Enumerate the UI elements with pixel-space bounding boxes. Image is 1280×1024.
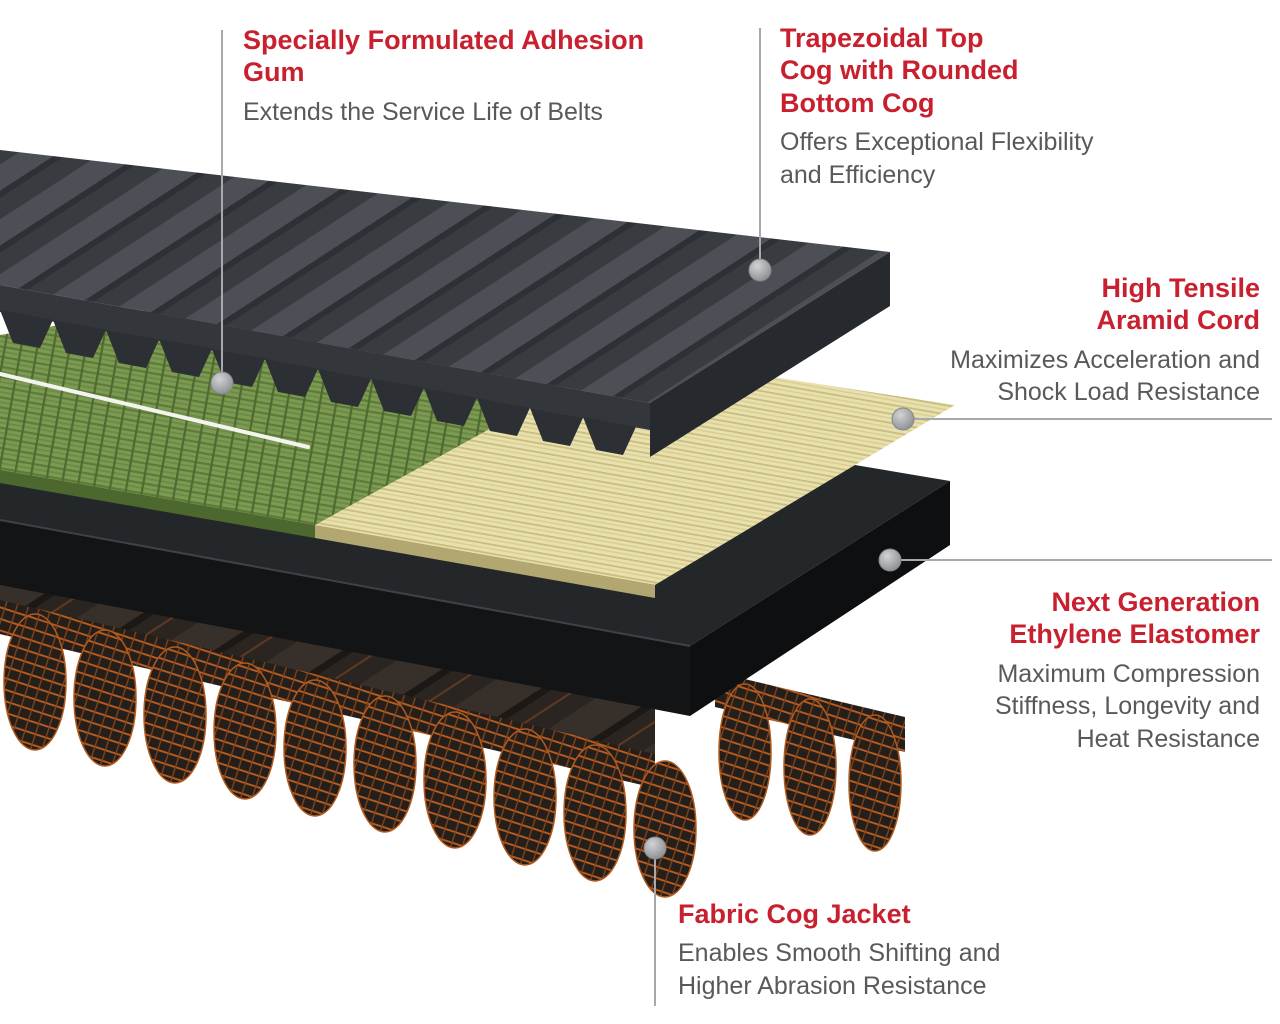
callout-title: High Tensile Aramid Cord [1096, 273, 1260, 336]
callout-body: Offers Exceptional Flexibility and Effic… [780, 128, 1094, 189]
callout-body: Extends the Service Life of Belts [243, 97, 603, 126]
callout-body: Maximizes Acceleration and Shock Load Re… [950, 345, 1260, 407]
callout-title: Fabric Cog Jacket [678, 899, 911, 929]
callout-fabric-cog-jacket: Fabric Cog Jacket Enables Smooth Shiftin… [678, 898, 1030, 1002]
callout-aramid-cord: High Tensile Aramid Cord Maximizes Accel… [938, 272, 1260, 409]
callout-title: Trapezoidal Top Cog with Rounded Bottom … [780, 23, 1019, 118]
callout-dot [210, 371, 234, 395]
callout-top-cog: Trapezoidal Top Cog with Rounded Bottom … [780, 22, 1132, 191]
callout-lines [221, 28, 1272, 1006]
callout-adhesion-gum: Specially Formulated Adhesion Gum Extend… [243, 24, 658, 128]
callout-title: Specially Formulated Adhesion Gum [243, 25, 645, 88]
callout-body: Maximum Compression Stiffness, Longevity… [995, 659, 1260, 753]
callout-ethylene-elastomer: Next Generation Ethylene Elastomer Maxim… [960, 586, 1260, 755]
callout-dot [643, 836, 667, 860]
callout-dots [210, 258, 915, 860]
white-cord [0, 372, 310, 449]
callout-body: Enables Smooth Shifting and Higher Abras… [678, 939, 1001, 1000]
callout-dot [891, 407, 915, 431]
callout-title: Next Generation Ethylene Elastomer [1009, 587, 1260, 650]
callout-dot [878, 548, 902, 572]
callout-dot [748, 258, 772, 282]
fabric-jacket-fragment [715, 672, 905, 852]
